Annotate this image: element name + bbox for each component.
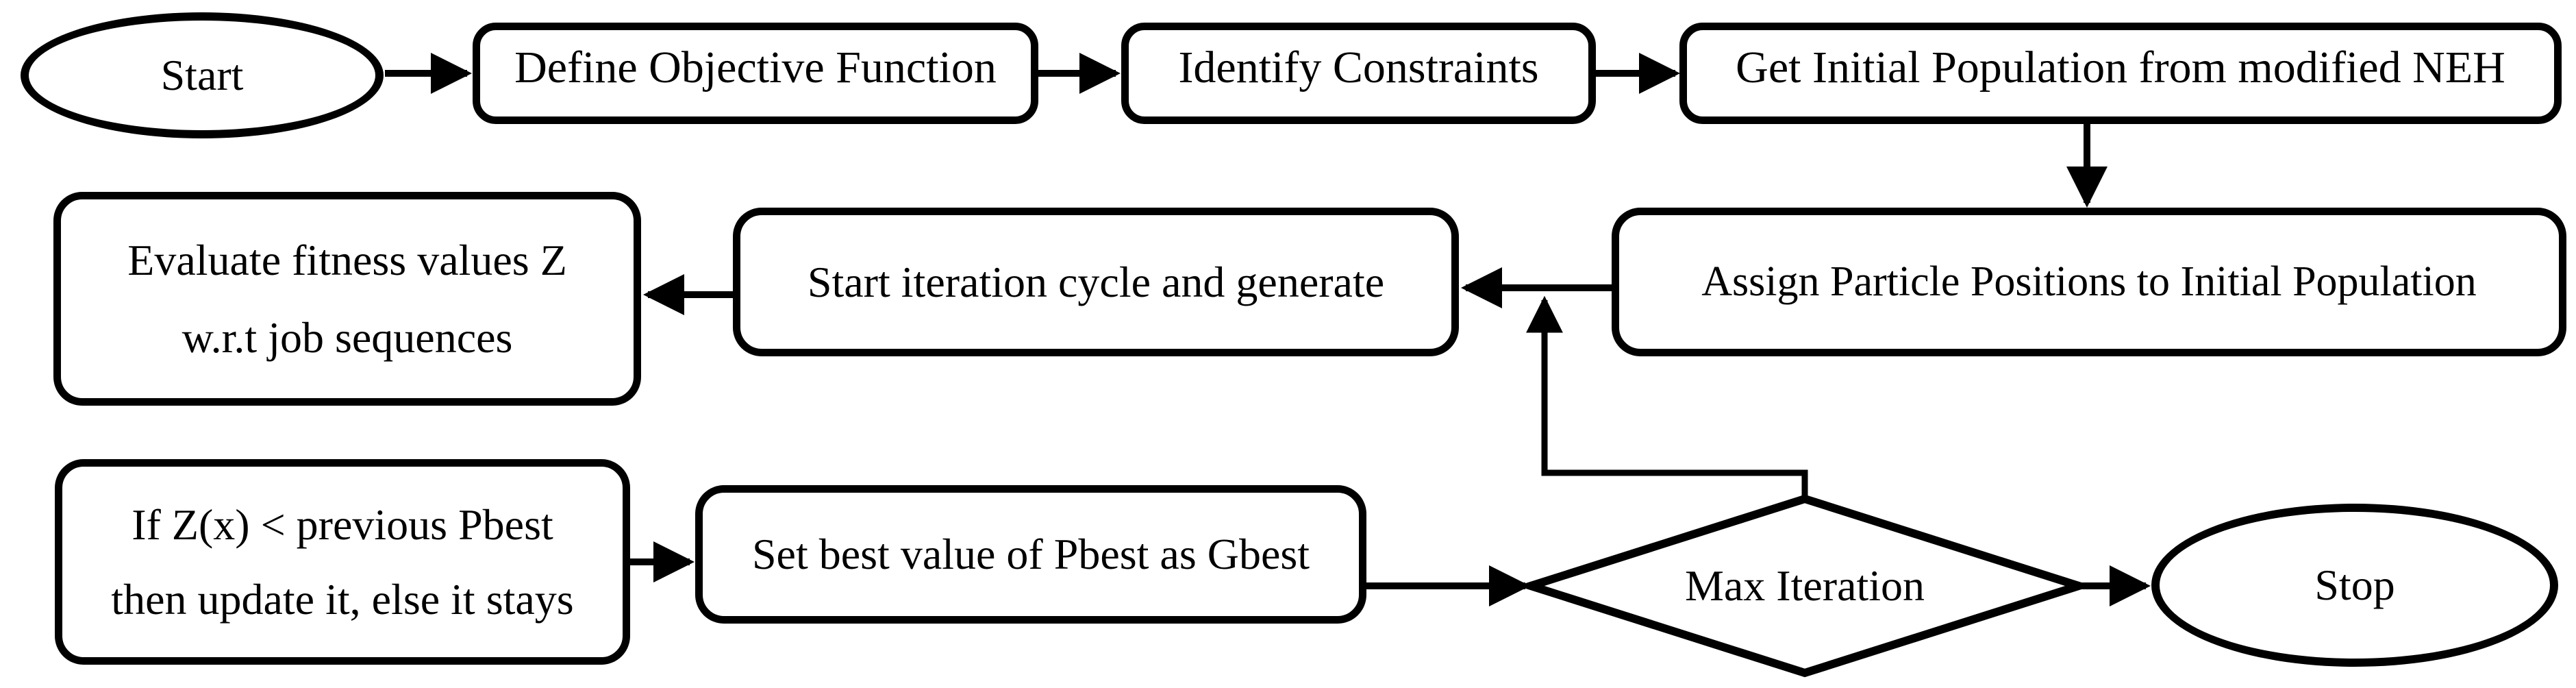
node-update-pbest: If Z(x) < previous Pbest then update it,…	[55, 459, 630, 665]
node-stop-label: Stop	[2314, 561, 2395, 610]
node-start-label: Start	[160, 51, 244, 100]
node-update-pbest-line1: If Z(x) < previous Pbest	[132, 500, 553, 549]
node-get-initial-population: Get Initial Population from modified NEH	[1679, 23, 2562, 124]
node-start: Start	[21, 12, 384, 138]
node-get-initial-population-label: Get Initial Population from modified NEH	[1736, 42, 2505, 93]
node-evaluate-fitness: Evaluate fitness values Z w.r.t job sequ…	[53, 192, 641, 406]
node-define-objective-label: Define Objective Function	[514, 42, 997, 93]
node-identify-constraints: Identify Constraints	[1121, 23, 1596, 124]
node-max-iteration-text: Max Iteration	[1684, 561, 1925, 610]
node-identify-constraints-label: Identify Constraints	[1178, 42, 1539, 93]
node-define-objective: Define Objective Function	[473, 23, 1038, 124]
node-stop: Stop	[2151, 504, 2558, 667]
node-evaluate-fitness-line1: Evaluate fitness values Z	[127, 235, 567, 284]
node-assign-particle-positions-label: Assign Particle Positions to Initial Pop…	[1701, 258, 2477, 306]
node-update-pbest-line2: then update it, else it stays	[111, 574, 574, 624]
node-evaluate-fitness-line2: w.r.t job sequences	[182, 312, 513, 362]
node-start-iteration-label: Start iteration cycle and generate	[807, 257, 1385, 306]
node-start-iteration: Start iteration cycle and generate	[733, 208, 1459, 356]
node-set-gbest-label: Set best value of Pbest as Gbest	[751, 530, 1310, 579]
node-assign-particle-positions: Assign Particle Positions to Initial Pop…	[1612, 208, 2566, 356]
node-max-iteration-label: Max Iteration	[1599, 545, 2010, 627]
node-set-gbest: Set best value of Pbest as Gbest	[695, 485, 1366, 624]
edge-max-iteration-loop-back-to-start-iteration	[1526, 295, 1808, 502]
